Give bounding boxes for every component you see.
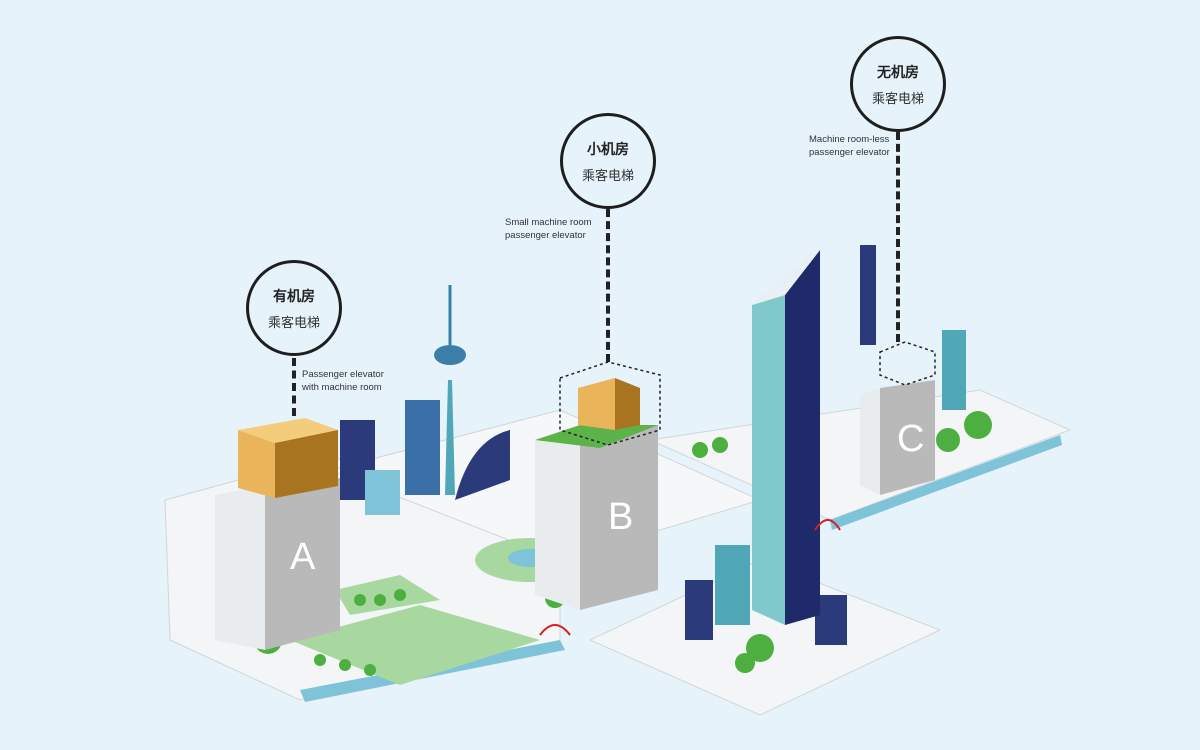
note-line: Passenger elevator xyxy=(302,369,384,380)
machine-room-a-side xyxy=(275,430,338,498)
building-a-label: A xyxy=(290,536,316,578)
tv-tower-pod xyxy=(434,345,466,365)
callout-line-c xyxy=(896,132,900,342)
canal-right xyxy=(830,435,1062,530)
office-building xyxy=(405,400,440,495)
note-line: Small machine room xyxy=(505,217,592,228)
callout-bubble-b: 小机房 乘客电梯 xyxy=(560,113,656,209)
building-c-label: C xyxy=(897,418,925,460)
building-c-front xyxy=(860,388,880,495)
curved-building xyxy=(455,430,510,500)
callout-title: 小机房 xyxy=(587,141,629,158)
building-b-front xyxy=(535,430,580,610)
callout-title: 无机房 xyxy=(877,64,919,81)
callout-bubble-a: 有机房 乘客电梯 xyxy=(246,260,342,356)
note-line: passenger elevator xyxy=(505,230,586,241)
callout-note-b: Small machine room passenger elevator xyxy=(505,216,592,242)
callout-line-a xyxy=(292,358,296,416)
building-b-side xyxy=(580,425,658,610)
machine-room-b-front xyxy=(578,378,615,430)
building-a-front xyxy=(215,485,265,650)
callout-note-a: Passenger elevator with machine room xyxy=(302,368,384,394)
office-building xyxy=(365,470,400,515)
callout-subtitle: 乘客电梯 xyxy=(871,91,924,107)
machine-room-c-outline xyxy=(879,341,936,386)
skyscraper-left-face xyxy=(752,295,785,625)
office-building xyxy=(685,580,713,640)
note-line: Machine room-less xyxy=(809,134,890,145)
callout-subtitle: 乘客电梯 xyxy=(581,168,634,184)
machine-room-b-side xyxy=(615,378,640,430)
glass-tower xyxy=(942,330,966,410)
building-b-label: B xyxy=(608,496,634,538)
office-building xyxy=(815,595,847,645)
building-c-side xyxy=(880,380,935,495)
callout-title: 有机房 xyxy=(273,288,315,305)
machine-room-b-outline xyxy=(559,361,661,446)
callout-note-c: Machine room-less passenger elevator xyxy=(809,133,890,159)
office-building xyxy=(715,545,750,625)
note-line: passenger elevator xyxy=(809,147,890,158)
red-bridge xyxy=(814,519,841,531)
skyscraper-right-face xyxy=(785,250,820,625)
park-lawn xyxy=(290,605,540,685)
glass-tower xyxy=(860,245,876,345)
callout-subtitle: 乘客电梯 xyxy=(267,315,320,331)
callout-line-b xyxy=(606,209,610,362)
building-b-roof-garden xyxy=(535,425,658,448)
tv-tower xyxy=(445,380,455,495)
callout-bubble-c: 无机房 乘客电梯 xyxy=(850,36,946,132)
note-line: with machine room xyxy=(302,382,382,393)
skyscraper-top xyxy=(752,250,820,305)
machine-room-a-top xyxy=(238,418,338,443)
building-a-side xyxy=(265,478,340,650)
red-bridge xyxy=(539,624,571,636)
machine-room-a-front xyxy=(238,430,275,498)
